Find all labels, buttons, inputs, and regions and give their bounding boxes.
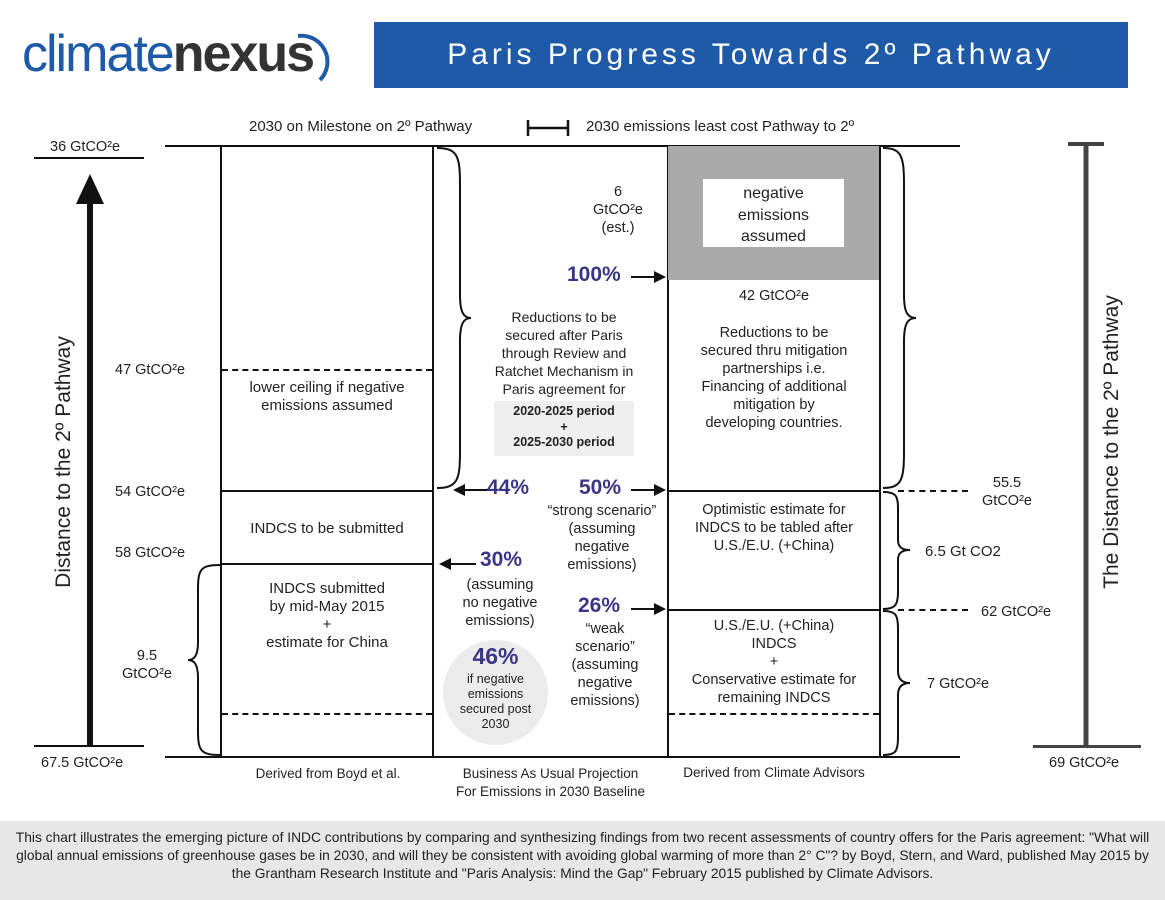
pct-30: 30% (480, 548, 523, 571)
dashed-47-line (222, 369, 432, 371)
logo-swoosh-icon (297, 33, 330, 82)
right-col-right-edge (879, 145, 881, 757)
level-555: 55.5 GtCO²e (982, 475, 1032, 509)
arrow-left-44-icon (453, 484, 488, 496)
right-axis-bottom-value: 69 GtCO²e (1049, 755, 1120, 771)
level-54: 54 GtCO²e (115, 484, 186, 500)
bottom-line (165, 756, 960, 758)
level-47: 47 GtCO²e (115, 362, 186, 378)
right-brace-mid-icon (882, 491, 911, 610)
pct-26: 26% (578, 594, 621, 617)
strong-scenario-text: “strong scenario” (assuming negative emi… (547, 503, 657, 573)
level-62: 62 GtCO²e (981, 604, 1052, 620)
right-source: Derived from Climate Advisors (683, 765, 865, 780)
indcs-to-submit-text: INDCS to be submitted (250, 520, 404, 537)
arrow-right-100-icon (631, 271, 666, 283)
gap-7: 7 GtCO²e (927, 676, 990, 692)
left-axis-top-tick (34, 157, 144, 159)
left-col-right-edge (432, 145, 434, 757)
line-62 (669, 609, 879, 611)
climatenexus-logo: climatenexus (22, 24, 315, 84)
logo-part-climate: climate (22, 25, 175, 83)
left-brace-icon (187, 564, 221, 756)
negative-emissions-label: negative emissions assumed (737, 185, 810, 245)
line-54 (222, 490, 432, 492)
right-axis-bottom-tick (1033, 745, 1141, 748)
left-col-left-edge (220, 145, 222, 757)
dashed-555-marker (898, 490, 968, 492)
gap-65: 6.5 Gt CO2 (925, 543, 1001, 560)
interval-marker-icon (526, 120, 570, 136)
pct-46: 46% (472, 643, 519, 669)
negative-emissions-label-box (703, 179, 844, 247)
left-axis-top-value: 36 GtCO²e (50, 139, 121, 155)
dashed-right-bottom (669, 713, 879, 715)
if-negative-text: if negative emissions secured post 2030 (459, 672, 532, 731)
top-line (165, 145, 960, 147)
right-brace-top-icon (882, 147, 917, 489)
left-axis-bottom-value: 67.5 GtCO²e (41, 755, 124, 771)
reductions-text: Reductions to be secured after Paris thr… (494, 309, 634, 397)
up-arrow-icon (76, 174, 104, 746)
middle-source: Business As Usual Projection For Emissio… (455, 766, 646, 799)
arrow-left-30-icon (439, 558, 476, 570)
est-6-text: 6 GtCO²e (est.) (593, 184, 643, 236)
middle-brace-icon (436, 147, 472, 489)
conservative-text: U.S./E.U. (+China) INDCS + Conservative … (691, 618, 857, 706)
lower-ceiling-text: lower ceiling if negative emissions assu… (249, 379, 405, 414)
optimistic-text: Optimistic estimate for INDCS to be tabl… (695, 502, 853, 554)
pct-50: 50% (579, 476, 622, 499)
right-axis-bar-icon (1068, 142, 1104, 746)
right-brace-bottom-icon (882, 610, 911, 756)
left-source: Derived from Boyd et al. (255, 766, 401, 781)
line-58 (222, 563, 432, 565)
page-title: Paris Progress Towards 2º Pathway (374, 22, 1128, 88)
logo-part-nexus: nexus (172, 25, 315, 83)
arrow-right-26-icon (631, 603, 666, 615)
no-negative-text: (assuming no negative emissions) (462, 577, 538, 629)
right-axis-label: The Distance to the 2º Pathway (1100, 295, 1123, 589)
value-42: 42 GtCO²e (738, 288, 810, 304)
left-axis-label: Distance to the 2º Pathway (52, 336, 75, 588)
footer-text: This chart illustrates the emerging pict… (15, 830, 1150, 881)
line-555 (669, 490, 879, 492)
periods-box: 2020-2025 period + 2025-2030 period (494, 401, 634, 456)
dashed-62-marker (898, 609, 968, 611)
footer: This chart illustrates the emerging pict… (0, 821, 1165, 900)
left-axis-bottom-tick (34, 745, 144, 747)
mitigation-text: Reductions to be secured thru mitigation… (700, 325, 848, 431)
legend-left-label: 2030 on Milestone on 2º Pathway (249, 118, 473, 135)
pct-100: 100% (567, 263, 621, 286)
indcs-submitted-text: INDCS submitted by mid-May 2015 + estima… (266, 580, 388, 651)
left-bracket-value: 9.5 GtCO²e (122, 648, 172, 682)
legend-right-label: 2030 emissions least cost Pathway to 2º (586, 118, 855, 135)
dashed-left-bottom (222, 713, 432, 715)
circle-46 (443, 640, 548, 745)
periods-text: 2020-2025 period + 2025-2030 period (513, 404, 615, 449)
level-58: 58 GtCO²e (115, 545, 186, 561)
arrow-right-50-icon (631, 484, 666, 496)
pct-44: 44% (487, 476, 530, 499)
weak-scenario-text: “weak scenario” (assuming negative emiss… (570, 621, 640, 709)
right-col-left-edge (667, 145, 669, 757)
